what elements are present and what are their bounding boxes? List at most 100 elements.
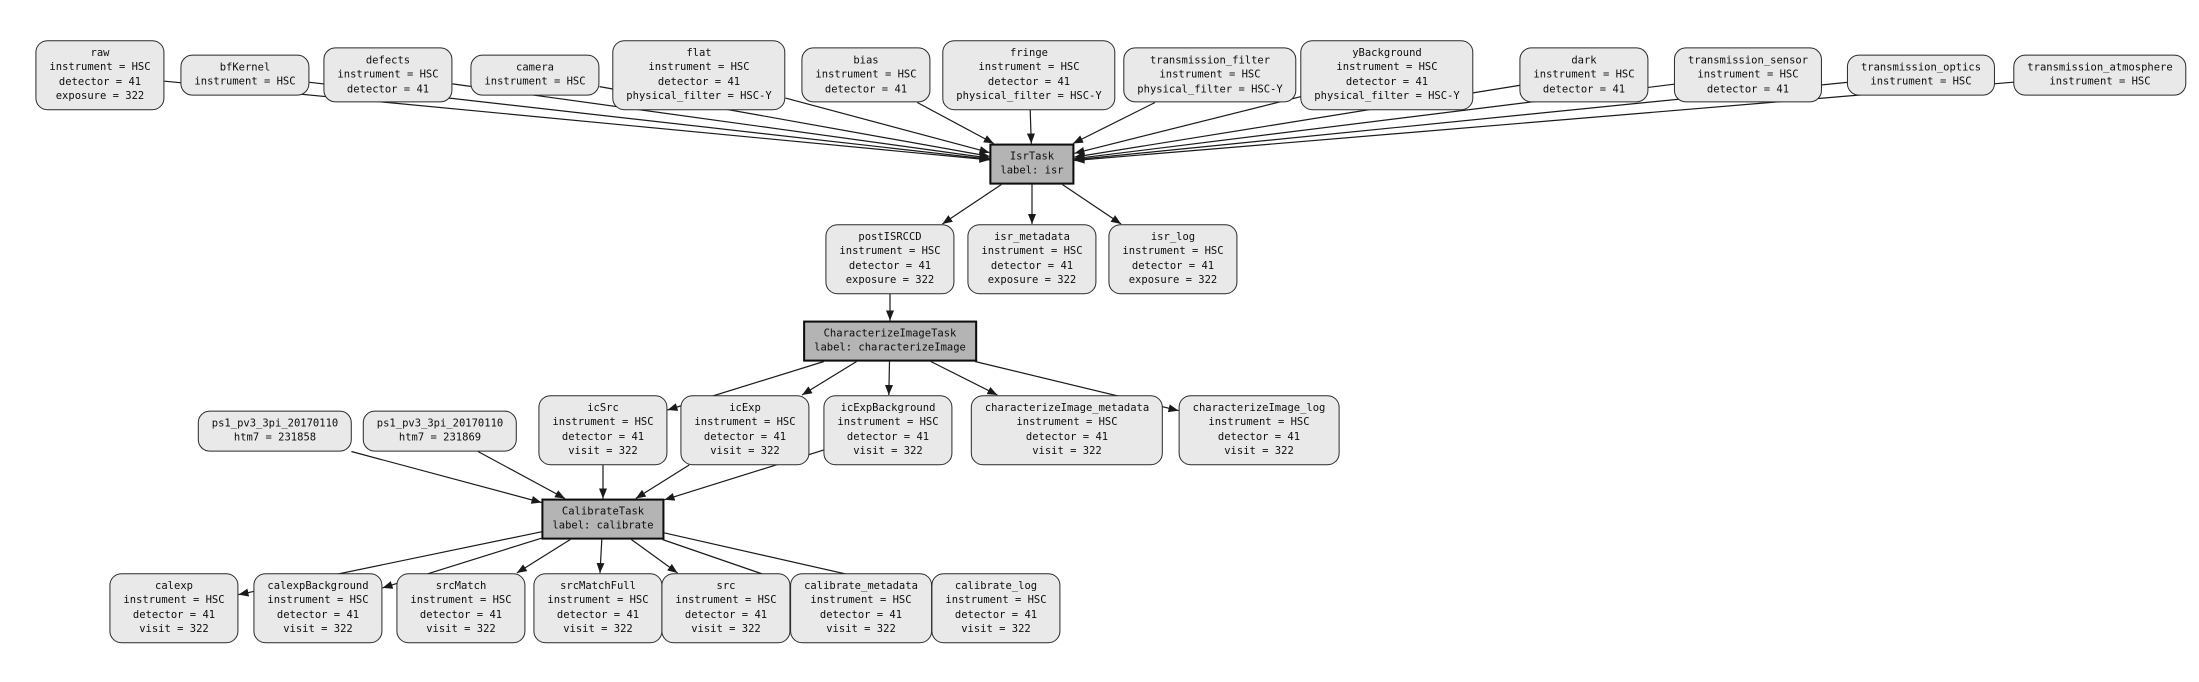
node-attribute: instrument = HSC <box>484 76 586 88</box>
edge-ps1_b-to-calibrate <box>477 450 566 500</box>
node-title: bfKernel <box>219 61 271 74</box>
node-title: camera <box>516 61 554 74</box>
node-title: calexp <box>155 580 193 593</box>
node-attribute: instrument = HSC <box>410 594 512 607</box>
node-attribute: instrument = HSC <box>945 594 1047 607</box>
node-attribute: detector = 41 <box>657 76 741 88</box>
edge-calibrate-to-src <box>630 539 678 574</box>
node-title: transmission_optics <box>1860 61 1982 74</box>
node-attribute: exposure = 322 <box>987 274 1077 287</box>
node-attribute: detector = 41 <box>990 260 1074 272</box>
node-attribute: instrument = HSC <box>194 76 296 88</box>
node-attribute: detector = 41 <box>684 609 768 621</box>
node-title: transmission_atmosphere <box>2027 61 2173 74</box>
node-attribute: instrument = HSC <box>1336 61 1438 74</box>
node-attribute: physical_filter = HSC-Y <box>1137 83 1283 96</box>
node-title: postISRCCD <box>858 231 922 244</box>
node-attribute: instrument = HSC <box>547 594 649 607</box>
edge-yBackground-to-isr <box>1074 96 1301 155</box>
edge-isr-to-postISRCCD <box>941 184 1002 225</box>
node-attribute: instrument = HSC <box>1159 68 1261 81</box>
node-attribute: instrument = HSC <box>49 61 151 74</box>
node-attribute: detector = 41 <box>1345 76 1429 88</box>
node-title: yBackground <box>1352 47 1422 60</box>
node-attribute: detector = 41 <box>1025 431 1109 443</box>
node-attribute: visit = 322 <box>826 623 896 636</box>
node-attribute: instrument = HSC <box>1870 76 1972 88</box>
node-title: icSrc <box>587 402 619 415</box>
edge-ps1_a-to-calibrate <box>351 450 542 504</box>
node-title: src <box>716 580 736 593</box>
node-attribute: detector = 41 <box>703 431 787 443</box>
node-attribute: exposure = 322 <box>845 274 935 287</box>
node-attribute: detector = 41 <box>1542 83 1626 96</box>
node-title: icExp <box>729 402 761 415</box>
node-attribute: exposure = 322 <box>55 90 145 103</box>
node-attribute: label: isr <box>1000 165 1064 177</box>
node-transmission_atmosphere: transmission_atmosphere instrument = HSC <box>2013 54 2187 96</box>
node-attribute: visit = 322 <box>563 623 633 636</box>
edge-characterizeImage-to-characterizeImage_metadata <box>930 360 998 396</box>
edge-calibrate-to-srcMatch <box>516 538 571 574</box>
edge-flat-to-isr <box>785 97 990 154</box>
node-attribute: visit = 322 <box>961 623 1031 636</box>
node-title: bias <box>853 54 879 67</box>
edge-fringe-to-isr <box>1026 109 1035 144</box>
node-title: fringe <box>1010 47 1048 60</box>
node-attribute: detector = 41 <box>819 609 903 621</box>
node-attribute: physical_filter = HSC-Y <box>956 90 1102 103</box>
node-attribute: detector = 41 <box>954 609 1038 621</box>
node-title: srcMatch <box>435 580 487 593</box>
node-attribute: detector = 41 <box>58 76 142 88</box>
node-title: characterizeImage_metadata <box>984 402 1150 415</box>
node-title: calibrate_log <box>954 580 1038 593</box>
node-attribute: label: characterizeImage <box>814 342 966 354</box>
node-attribute: visit = 322 <box>283 623 353 636</box>
node-attribute: visit = 322 <box>710 445 780 458</box>
node-attribute: visit = 322 <box>568 445 638 458</box>
node-attribute: instrument = HSC <box>2049 76 2151 88</box>
node-attribute: instrument = HSC <box>123 594 225 607</box>
edge-isr-to-isr_log <box>1062 184 1122 225</box>
node-attribute: instrument = HSC <box>978 61 1080 74</box>
node-title: defects <box>365 54 411 67</box>
node-attribute: instrument = HSC <box>1016 416 1118 429</box>
node-attribute: visit = 322 <box>139 623 209 636</box>
edge-transmission_filter-to-isr <box>1072 101 1156 145</box>
node-attribute: detector = 41 <box>824 83 908 96</box>
node-title: dark <box>1571 54 1597 67</box>
edge-defects-to-isr <box>452 83 990 161</box>
node-title: CalibrateTask <box>561 505 645 518</box>
node-attribute: label: calibrate <box>552 520 654 532</box>
node-attribute: instrument = HSC <box>267 594 369 607</box>
node-attribute: instrument = HSC <box>1533 68 1635 81</box>
node-attribute: physical_filter = HSC-Y <box>626 90 772 103</box>
node-attribute: visit = 322 <box>1224 445 1294 458</box>
node-attribute: instrument = HSC <box>981 245 1083 258</box>
edge-bias-to-isr <box>917 101 995 145</box>
